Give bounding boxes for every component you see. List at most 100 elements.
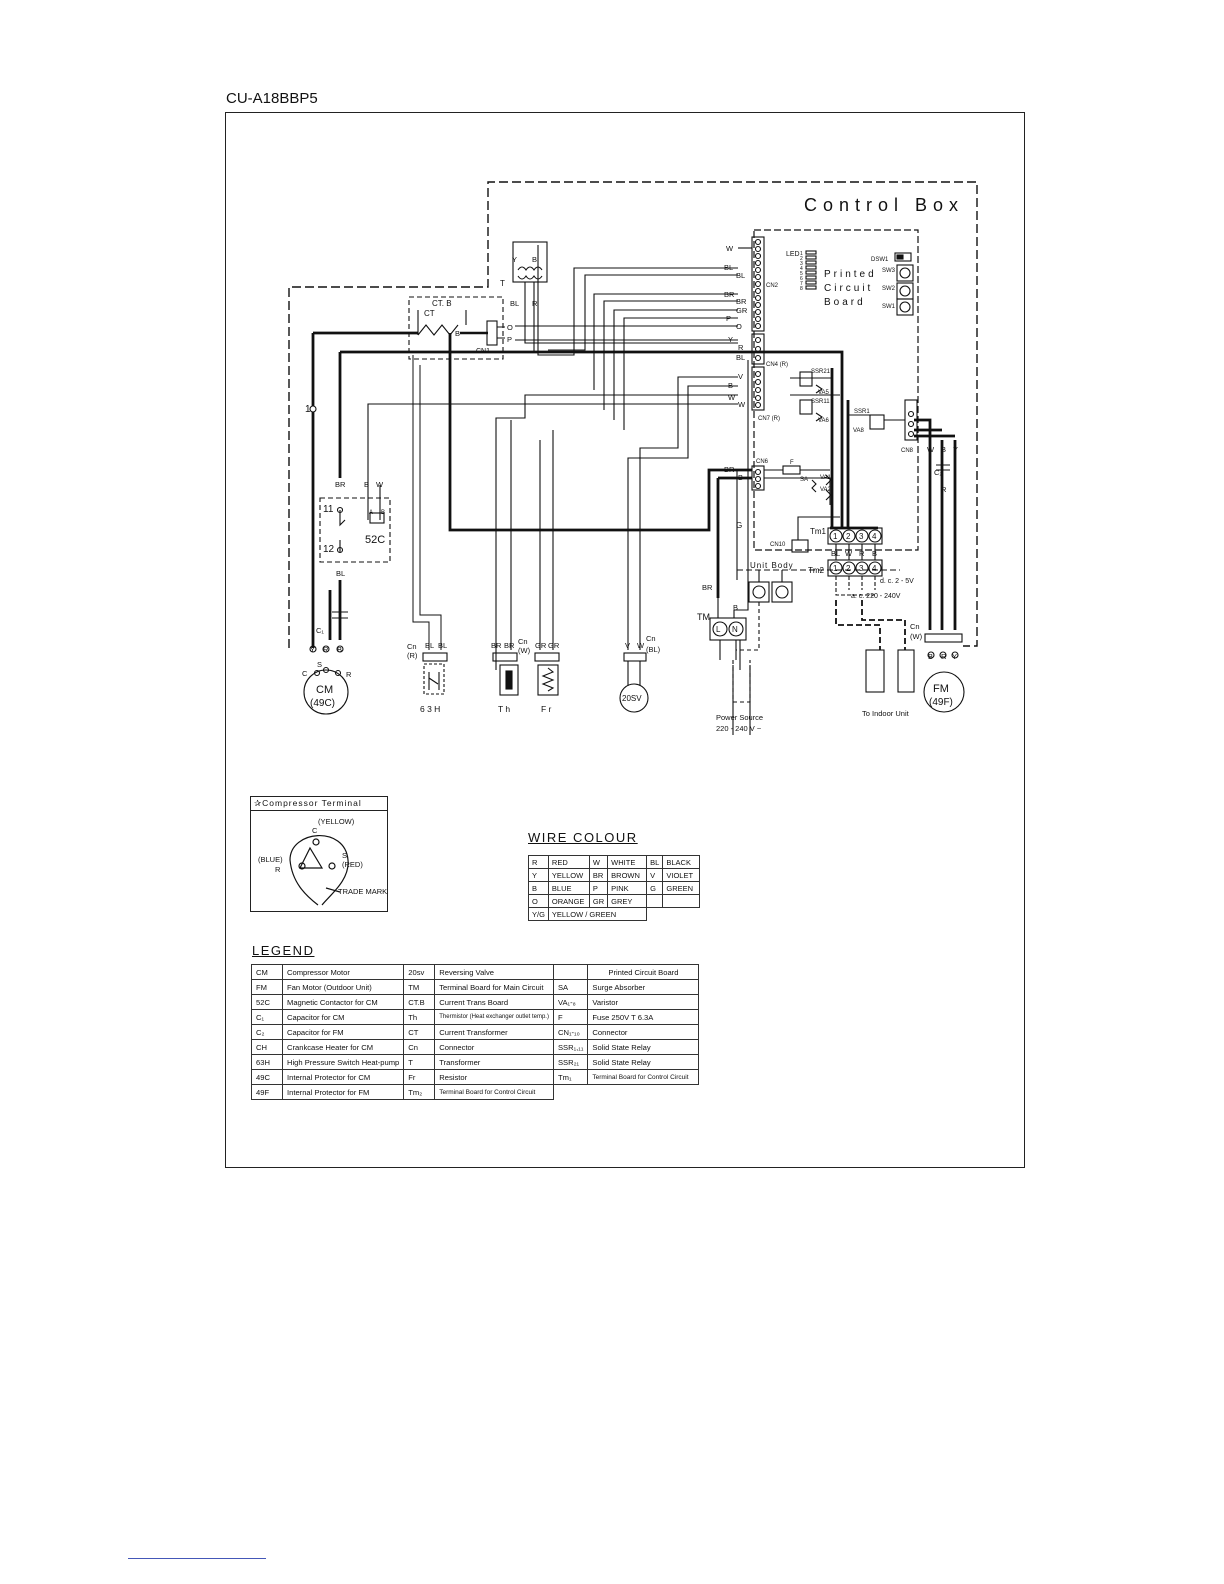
- dsw1-label: DSW1: [871, 257, 889, 263]
- cm-motor: [303, 669, 349, 715]
- cm-label: CM: [316, 684, 333, 696]
- legend-cell: Magnetic Contactor for CM: [281, 994, 405, 1010]
- legend-cell: Varistor: [587, 994, 700, 1010]
- h63-wire: BL: [438, 641, 447, 650]
- led-number: 2: [800, 256, 803, 262]
- wc-cell: BROWN: [607, 868, 648, 882]
- transformer-label: T: [500, 279, 505, 288]
- thermistor: [499, 664, 519, 696]
- cn8-label: CN8: [901, 448, 914, 454]
- cm-terminal-s: S: [317, 660, 322, 669]
- led-number: 4: [800, 266, 803, 272]
- tm2-terminal: 1: [833, 564, 838, 573]
- th-wire: BR: [491, 641, 502, 650]
- contactor-top-wire: BR: [335, 480, 346, 489]
- wc-cell: BLACK: [662, 855, 701, 869]
- tm1-terminal-block: [827, 527, 883, 545]
- legend-cell: Th: [403, 1009, 436, 1025]
- cn4-wire-label: R: [738, 343, 744, 352]
- tm1-terminal: 2: [846, 532, 851, 541]
- led-number: 6: [800, 276, 803, 282]
- fm-wire: R: [941, 652, 947, 661]
- comp-terminal-s: S: [342, 851, 347, 860]
- comp-terminal-c: C: [312, 826, 318, 835]
- contactor-a: A: [369, 510, 373, 516]
- cn6-wire-label: B: [738, 473, 743, 482]
- contactor-b: B: [381, 510, 385, 516]
- sw3-label: SW3: [882, 268, 896, 274]
- fm-label: FM: [933, 683, 949, 695]
- wc-cell: [662, 894, 701, 908]
- h63-cn-color: (R): [407, 651, 418, 660]
- reversing-valve-20sv: [619, 683, 649, 713]
- led-bars: [805, 250, 817, 290]
- tm1-terminal: 3: [859, 532, 864, 541]
- legend-cell: Current Transformer: [434, 1024, 554, 1040]
- h63-label: 6 3 H: [420, 704, 440, 714]
- power-source-label: Power Source: [716, 713, 763, 722]
- enclosure-dashed-line: [288, 181, 978, 648]
- cn2-wire-label: O: [736, 322, 742, 331]
- to-indoor-label: To Indoor Unit: [862, 709, 910, 718]
- wc-cell: GREY: [607, 894, 648, 908]
- cn1-wire: P: [507, 335, 512, 344]
- legend-cell: Fan Motor (Outdoor Unit): [281, 979, 405, 995]
- ct-board-label: CT. B: [432, 299, 452, 308]
- pcb-title-line: Board: [824, 297, 866, 308]
- wire-colour-title: WIRE COLOUR: [528, 830, 638, 845]
- cn2-wire-label: GR: [736, 306, 748, 315]
- wc-cell: Y/G: [528, 907, 549, 921]
- legend-cell: Terminal Board for Main Circuit: [434, 979, 554, 995]
- cm-wire: B: [337, 645, 342, 654]
- fr-wire: GR: [548, 641, 560, 650]
- legend-cell: Cn: [403, 1039, 436, 1055]
- cn10-label: CN10: [770, 542, 786, 548]
- wc-cell: GREEN: [662, 881, 701, 895]
- tm-label: TM: [697, 612, 710, 622]
- tm2-label: Tm2: [808, 566, 825, 575]
- cm-wire: R: [323, 645, 329, 654]
- compressor-terminal-drawing: [289, 835, 349, 906]
- to-indoor-left: [865, 649, 885, 693]
- ground-right: [771, 581, 793, 603]
- diagram-frame: [225, 112, 1025, 1168]
- wc-cell: W: [588, 855, 609, 869]
- sw2-label: SW2: [882, 286, 896, 292]
- sv-wire: V: [625, 641, 630, 650]
- sv-label: 20SV: [622, 694, 642, 703]
- c2-label: C₂: [934, 468, 942, 477]
- legend-title: LEGEND: [252, 943, 315, 958]
- sw1-label: SW1: [882, 304, 896, 310]
- cn7-wire-label: W: [728, 393, 736, 402]
- dsw1-switch: [894, 252, 912, 262]
- cn8-wire: B: [941, 445, 946, 454]
- fm-wire: Y: [952, 652, 957, 661]
- cn7-wire-label: V: [738, 372, 743, 381]
- cn2-wire-label: BL: [724, 263, 733, 272]
- ct-board-box: [408, 296, 504, 360]
- power-source-voltage: 220 - 240 V ~: [716, 724, 762, 733]
- tm2-terminal: 3: [859, 564, 864, 573]
- cn1-wire: O: [507, 323, 513, 332]
- legend-cell: Crankcase Heater for CM: [281, 1039, 405, 1055]
- contactor-bottom-wire: BL: [336, 569, 345, 578]
- ssr11-label: SSR11: [811, 399, 830, 405]
- fr-label: F r: [541, 704, 552, 714]
- legend-cell: SSR₂₁: [552, 1054, 589, 1070]
- led-number: 5: [800, 271, 803, 277]
- model-title: CU-A18BBP5: [226, 90, 318, 107]
- tm1-terminal: 1: [833, 532, 838, 541]
- pcb-dashed-box: [753, 229, 919, 551]
- cm-wire: Y: [310, 645, 315, 654]
- cm-protector-label: (49C): [310, 698, 335, 709]
- legend-cell: [552, 964, 589, 980]
- wc-cell: PINK: [607, 881, 648, 895]
- dc-label: d. c. 2 - 5V: [880, 578, 914, 585]
- th-cn: Cn: [518, 637, 528, 646]
- pcb-title: Printed Circuit Board: [824, 268, 877, 310]
